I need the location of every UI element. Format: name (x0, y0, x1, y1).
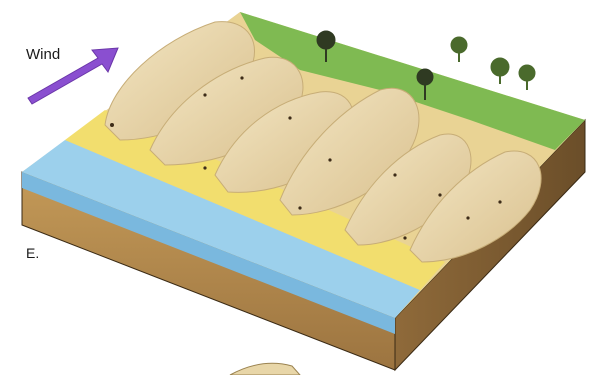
tree-5 (519, 65, 535, 90)
next-panel-fragment (230, 363, 300, 375)
tree-4 (491, 58, 509, 84)
tree-3 (451, 37, 467, 62)
wind-label: Wind (26, 46, 60, 63)
panel-label: E. (26, 245, 39, 261)
